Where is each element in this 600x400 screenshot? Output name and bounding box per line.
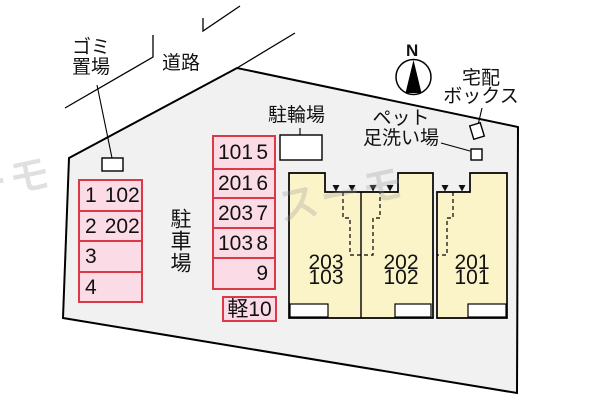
entrance-marker-icons xyxy=(332,185,466,192)
unit-number-upper: 203 xyxy=(308,251,344,274)
delivery-box-label-line2: ボックス xyxy=(443,86,519,107)
unit-label-203-103: 203 103 xyxy=(296,251,356,289)
delivery-leader-line xyxy=(477,107,483,126)
pet-leader-line xyxy=(440,142,471,152)
unit-label-202-102: 202 102 xyxy=(371,251,431,289)
parking-column-left: 1 102 2 202 3 4 xyxy=(78,179,143,303)
stall-unit-number: 101 xyxy=(218,141,254,164)
trash-leader-line xyxy=(96,84,113,159)
entrance-path-left-block xyxy=(342,192,381,256)
trash-area-label: ゴミ 置場 xyxy=(72,38,110,78)
stall-space-number: 10 xyxy=(248,297,272,321)
unit-number-lower: 101 xyxy=(454,266,490,289)
unit-number-upper: 202 xyxy=(383,251,419,274)
stall-space-number: 8 xyxy=(256,231,268,255)
porch-unit-201 xyxy=(467,303,507,318)
trash-area-label-line1: ゴミ xyxy=(72,37,111,58)
porch-unit-203 xyxy=(289,303,329,318)
parking-stall-3: 3 xyxy=(78,240,143,273)
delivery-box-label-line1: 宅配 xyxy=(461,68,500,89)
parking-stall-5: 101 5 xyxy=(212,135,276,170)
entrance-path-right-block xyxy=(437,192,454,256)
parking-stall-1: 1 102 xyxy=(78,179,143,212)
stall-space-number: 1 xyxy=(85,184,97,207)
parking-stall-7: 203 7 xyxy=(212,197,276,229)
trash-area-box xyxy=(101,157,124,172)
stall-space-number: 7 xyxy=(256,201,268,225)
porch-unit-202 xyxy=(394,303,432,318)
bicycle-parking-label: 駐輪場 xyxy=(268,105,326,126)
delivery-box-label: 宅配 ボックス xyxy=(441,68,521,107)
stall-unit-number: 203 xyxy=(218,201,254,225)
unit-number-upper: 201 xyxy=(454,251,490,274)
road-label: 道路 xyxy=(162,53,201,74)
trash-area-label-line2: 置場 xyxy=(72,57,111,78)
pet-wash-label-line2: 足洗い場 xyxy=(362,128,439,149)
road-corner-mark xyxy=(202,5,241,33)
parking-stall-4: 4 xyxy=(78,271,143,303)
parking-stall-10-kei: 軽 10 xyxy=(222,296,277,322)
pet-wash-label-line1: ペット xyxy=(372,108,430,129)
parking-stall-2: 2 202 xyxy=(78,210,143,242)
north-compass-icon xyxy=(395,58,432,96)
parking-stall-9: 9 xyxy=(212,257,276,290)
stall-unit-number: 103 xyxy=(218,231,254,255)
unit-number-lower: 103 xyxy=(308,266,344,289)
stall-space-number: 6 xyxy=(256,172,268,195)
stall-space-number: 5 xyxy=(256,141,268,164)
parking-stall-6: 201 6 xyxy=(212,168,276,199)
delivery-box xyxy=(468,121,486,141)
pet-wash-label: ペット 足洗い場 xyxy=(359,109,443,149)
north-label: N xyxy=(406,41,419,60)
stall-space-number: 3 xyxy=(85,245,97,268)
unit-number-lower: 102 xyxy=(383,266,419,289)
pet-wash-box xyxy=(470,148,483,161)
stall-unit-number: 202 xyxy=(104,214,140,238)
road-boundary-extension xyxy=(236,32,296,69)
bicycle-parking-box xyxy=(279,134,323,161)
unit-label-201-101: 201 101 xyxy=(442,251,502,289)
road-edge-line xyxy=(64,35,154,109)
stall-unit-number: 201 xyxy=(218,172,254,195)
stall-unit-number: 102 xyxy=(104,184,140,207)
stall-space-number: 4 xyxy=(85,275,97,299)
parking-column-middle: 101 5 201 6 203 7 103 8 9 xyxy=(212,135,276,290)
parking-lot-label: 駐車場 xyxy=(168,208,191,274)
building-block-right xyxy=(436,172,508,319)
stall-space-number: 2 xyxy=(85,214,97,238)
parking-stall-8: 103 8 xyxy=(212,227,276,259)
stall-space-number: 9 xyxy=(256,262,268,285)
stall-kei-mark: 軽 xyxy=(227,297,249,321)
